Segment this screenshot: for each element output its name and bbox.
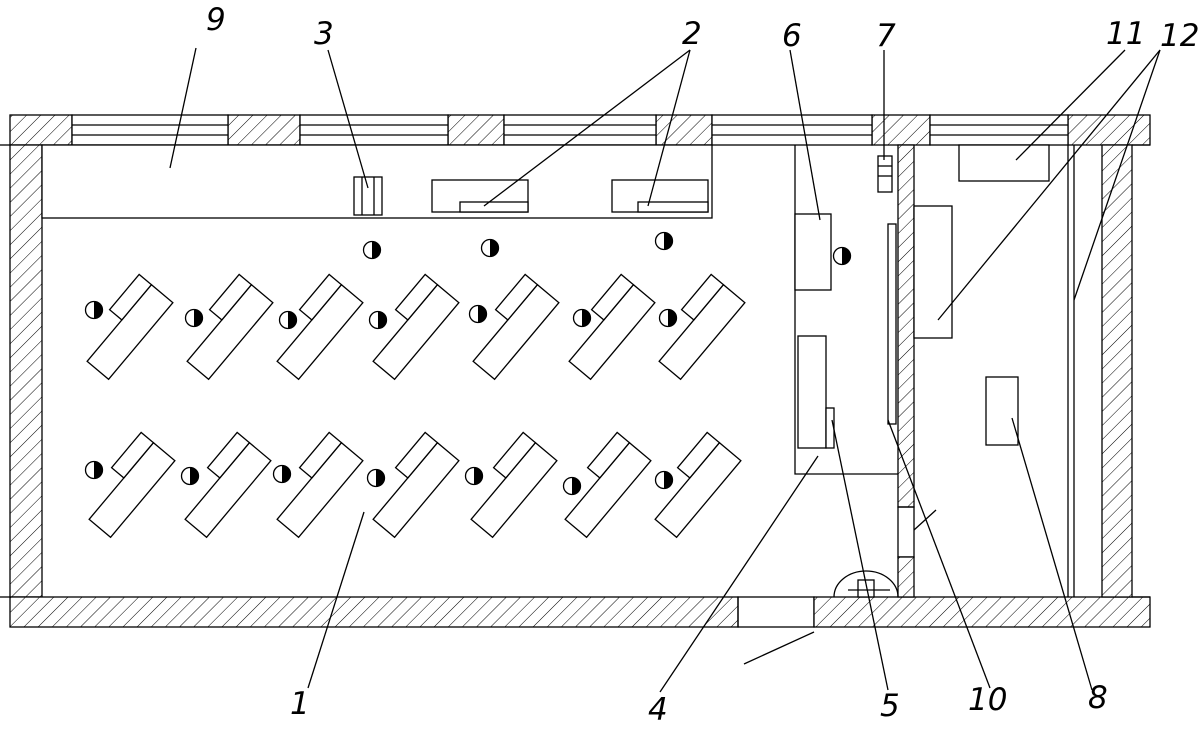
label-10: 10 [968, 682, 1007, 718]
person [562, 476, 582, 496]
person [654, 231, 674, 251]
student-desk [264, 273, 364, 380]
assistant-desk [794, 213, 832, 291]
left-wall [9, 144, 43, 598]
person [84, 460, 104, 480]
label-11: 11 [1106, 16, 1145, 52]
top-wall-right [1067, 114, 1151, 146]
instructor-equipment-1-base [459, 201, 529, 213]
storage-unit [958, 144, 1050, 182]
label-6: 6 [782, 18, 802, 54]
label-3: 3 [314, 16, 334, 52]
person [464, 466, 484, 486]
wash-basin-tap [857, 579, 875, 598]
student-desk [264, 431, 364, 538]
assistant-room [794, 145, 899, 598]
label-8: 8 [1088, 680, 1108, 716]
right-room [913, 144, 1075, 597]
student-desk [556, 273, 656, 380]
person [366, 468, 386, 488]
top-wall-left [9, 114, 73, 146]
electrical-panel [887, 223, 897, 425]
student-desk [460, 273, 560, 380]
student-desk [174, 273, 274, 380]
student-desks-row-2 [76, 431, 742, 538]
person [654, 470, 674, 490]
person [832, 246, 852, 266]
person [368, 310, 388, 330]
cabinet [353, 176, 383, 216]
label-5: 5 [880, 688, 900, 724]
label-1: 1 [290, 686, 310, 722]
fire-extinguisher [877, 155, 893, 193]
label-12: 12 [1160, 18, 1199, 54]
label-9: 9 [206, 2, 226, 38]
windows [71, 114, 1069, 146]
shelf-unit-edge [825, 407, 835, 449]
label-7: 7 [876, 18, 896, 54]
right-wall [1101, 144, 1133, 598]
student-desk [74, 273, 174, 380]
person [84, 300, 104, 320]
wash-basin [833, 570, 899, 598]
labels: 9 3 2 6 7 11 12 1 4 5 10 8 [206, 2, 1199, 728]
equipment-stand [985, 376, 1019, 446]
top-wall-pier-4 [871, 114, 931, 146]
person [180, 466, 200, 486]
bottom-wall-right [813, 596, 1151, 628]
student-desk [172, 431, 272, 538]
instructor-equipment-2-base [637, 201, 709, 213]
partition-wall-lower [897, 556, 915, 598]
student-desk [646, 273, 746, 380]
person [480, 238, 500, 258]
person [658, 308, 678, 328]
shelf-unit [797, 335, 827, 449]
cabinet-tall [913, 205, 953, 339]
student-desks-row-1 [74, 273, 746, 380]
leader-lines [169, 47, 1161, 693]
entrance-opening [737, 596, 815, 628]
person [184, 308, 204, 328]
label-2: 2 [682, 16, 702, 52]
partition-door [897, 506, 915, 558]
person [278, 310, 298, 330]
person [572, 308, 592, 328]
person [468, 304, 488, 324]
student-desk [76, 431, 176, 538]
top-wall-pier-1 [227, 114, 301, 146]
top-wall-pier-3 [655, 114, 713, 146]
top-wall-pier-2 [447, 114, 505, 146]
bottom-wall-left [9, 596, 739, 628]
label-4: 4 [648, 692, 668, 728]
person [362, 240, 382, 260]
walls [0, 114, 1151, 628]
person [272, 464, 292, 484]
